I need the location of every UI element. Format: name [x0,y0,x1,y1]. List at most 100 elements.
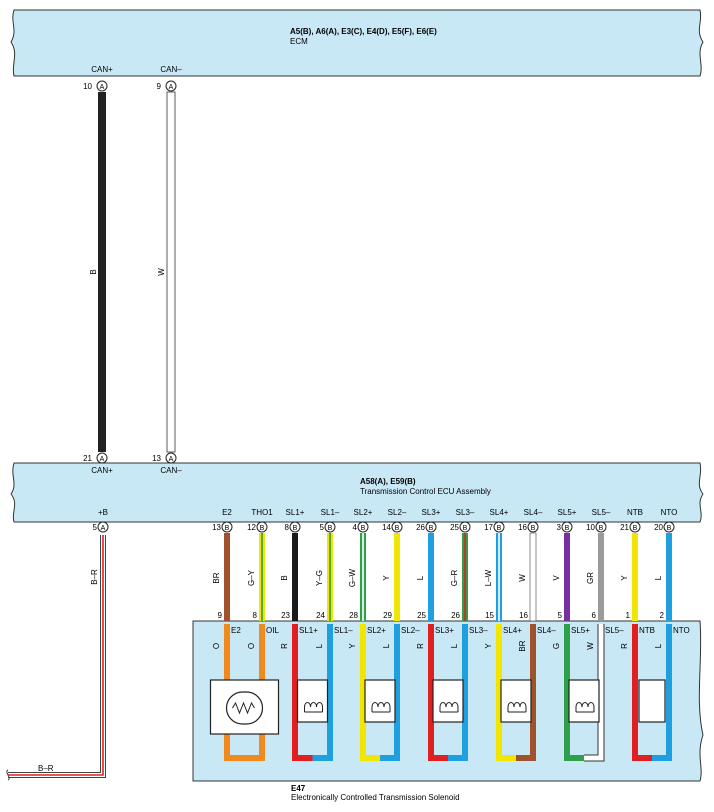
tcu-pin-number: 13 [212,523,221,532]
internal-wire-color: Y [484,643,493,649]
tcu-pin-label: SL2+ [354,508,373,517]
loop-wire [428,624,448,761]
tcu-pin-number: 20 [654,523,663,532]
connector-circle [357,521,369,533]
solenoid-coil [432,679,464,723]
thermistor-box [209,679,280,735]
solenoid-pin-label: E2 [231,626,241,635]
wire-body [632,533,638,621]
tcu-pin-connector: B [667,525,672,532]
tcu-pin-connector: B [395,525,400,532]
loop-wire [380,624,400,761]
power-wire: B–R B–R [6,535,106,781]
solenoid-pin-label: SL2– [401,626,420,635]
loop-wire [632,624,652,761]
power-wire-inner [8,535,105,777]
tcu-pin-number: 5 [320,523,325,532]
coil-box [500,679,532,723]
tcu-pin-label: NTO [661,508,678,517]
harness-wire-color: L [416,575,425,580]
loop-wire [244,624,265,761]
tcu-pin-connector: B [497,525,502,532]
loop-wire [292,624,313,761]
wire-body [428,533,434,621]
tcu-can-pin-connector: A [100,456,105,463]
solenoid-coil [296,679,329,723]
connector-circle [459,521,471,533]
harness-wire-color: G–W [348,568,357,587]
solenoid-pin-number: 25 [417,611,426,620]
tcu-pin-number: 14 [382,523,391,532]
connector-circle [527,521,539,533]
harness-wire-color: G–R [450,570,459,587]
sensor-box [638,679,666,723]
solenoid-name: Electronically Controlled Transmission S… [291,793,460,802]
solenoid-pin-label: SL5– [605,626,624,635]
power-wire-end-label: B–R [38,764,54,773]
solenoid-pin-number: 15 [485,611,494,620]
harness-wire-color: Y [620,575,629,581]
loop-wire [312,624,333,761]
ecm-pin-connector: A [100,84,105,91]
wire-stripe [329,533,331,621]
harness-wire-color: L [654,575,663,580]
can-minus-wire [166,91,176,453]
solenoid-pin-label: SL4+ [503,626,522,635]
power-wire-end-mark [6,769,10,781]
internal-wire-color: O [212,643,221,649]
coil-symbol [439,702,459,712]
solenoid-pin-label: SL1+ [299,626,318,635]
tcu-can-pin-label: CAN– [160,466,182,475]
ecm-connector-codes: A5(B), A6(A), E3(C), E4(D), E5(F), E6(E) [290,27,437,36]
oil-temp-thermistor [209,679,280,735]
ecm-pin-label: CAN– [160,65,182,74]
solenoid-code: E47 [291,784,306,793]
tcu-pin-label: SL1– [321,508,340,517]
ecm-pins: CAN+ 10 A CAN– 9 A [83,65,182,92]
internal-wire-color: R [280,643,289,649]
tcu-pin-connector: B [463,525,468,532]
coil-box [296,679,329,723]
connector-circle [289,521,301,533]
wire-body [564,533,570,621]
power-wire-color: B–R [90,569,99,585]
loop-wire [448,624,468,761]
internal-wire-color: W [586,642,595,650]
solenoid-pin-number: 1 [626,611,631,620]
connector-circle [97,521,109,533]
solenoid-pin-label: NTB [639,626,655,635]
loop-wire [224,624,245,761]
tcu-pin-connector: B [293,525,298,532]
solenoid-pin-label: NTO [673,626,690,635]
tcu-pin-connector: B [225,525,230,532]
internal-wire-color: L [654,643,663,648]
internal-wire-color: Y [348,643,357,649]
wire-body [666,533,672,621]
coil-box [568,679,600,723]
power-wire-outer [8,535,106,778]
loop-wire [360,624,380,761]
connector-circle [629,521,641,533]
coil-box [432,679,464,723]
solenoid-pin-number: 28 [349,611,358,620]
harness-wire-color: V [552,575,561,581]
solenoid-pin-label: SL3+ [435,626,454,635]
power-wire-stripe [8,535,104,776]
harness-wire-color: L–W [484,569,493,586]
internal-wire-color: G [552,643,561,649]
tcu-pin-number: 25 [450,523,459,532]
tcu-connector-codes: A58(A), E59(B) [360,477,416,486]
